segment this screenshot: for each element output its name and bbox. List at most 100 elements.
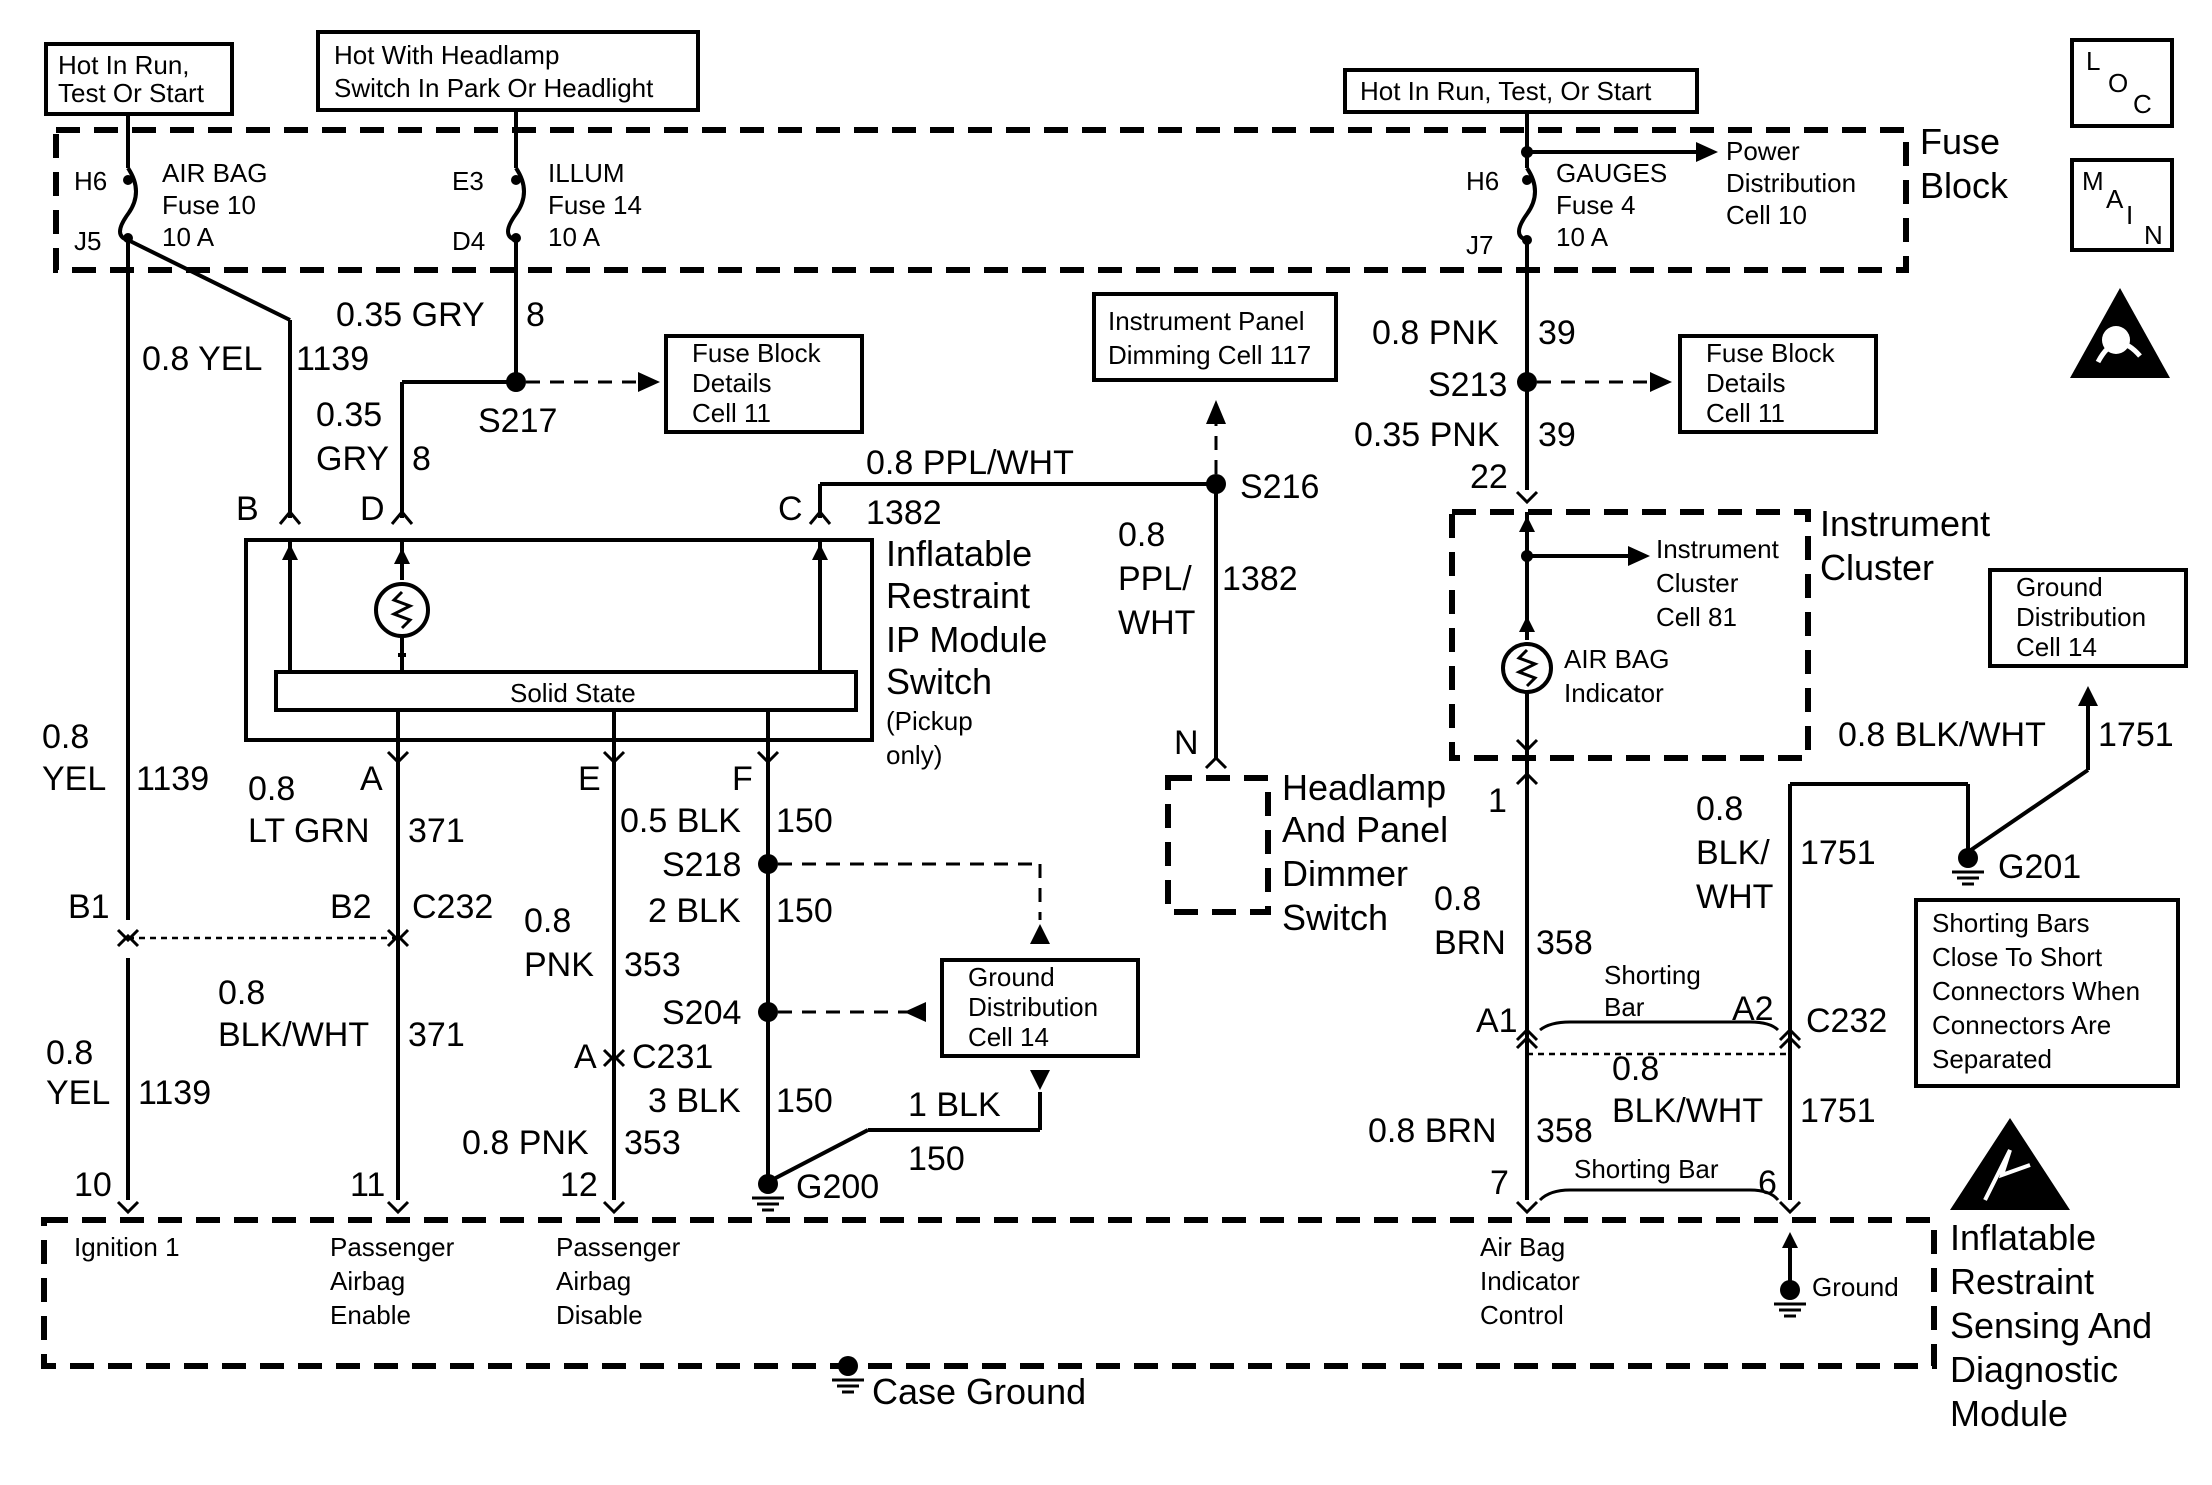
svg-text:1382: 1382 xyxy=(866,494,942,532)
svg-text:Air Bag: Air Bag xyxy=(1480,1232,1565,1262)
svg-text:Airbag: Airbag xyxy=(330,1266,405,1296)
svg-text:371: 371 xyxy=(408,1016,465,1054)
power-distribution-ref: Power Distribution Cell 10 xyxy=(1527,136,1856,230)
svg-text:BLK/WHT: BLK/WHT xyxy=(218,1016,369,1054)
svg-text:Bar: Bar xyxy=(1604,992,1645,1022)
svg-text:Dimmer: Dimmer xyxy=(1282,853,1408,894)
instrument-cluster: Instrument Cluster Instrument Cluster Ce… xyxy=(1449,503,1990,761)
svg-text:B2: B2 xyxy=(330,888,372,926)
svg-text:Power: Power xyxy=(1726,136,1800,166)
headlamp-dimmer-switch: N Headlamp And Panel Dimmer Switch xyxy=(1165,724,1448,938)
svg-text:Diagnostic: Diagnostic xyxy=(1950,1349,2118,1390)
svg-text:Indicator: Indicator xyxy=(1564,678,1664,708)
svg-text:PPL/: PPL/ xyxy=(1118,560,1192,598)
svg-text:0.8: 0.8 xyxy=(218,974,265,1012)
svg-text:10 A: 10 A xyxy=(1556,222,1609,252)
svg-text:0.8: 0.8 xyxy=(1696,790,1743,828)
svg-text:O: O xyxy=(2108,68,2128,98)
svg-text:A1: A1 xyxy=(1476,1002,1518,1040)
wire-pnk-353: E 0.8 PNK 353 A C231 0.8 PNK 353 xyxy=(462,740,713,1200)
svg-text:Switch: Switch xyxy=(1282,897,1388,938)
svg-text:Ground: Ground xyxy=(1812,1272,1899,1302)
esd-warning-icon xyxy=(1950,1118,2070,1210)
svg-text:Connectors Are: Connectors Are xyxy=(1932,1010,2111,1040)
wire-blk-wht-1751: G201 0.8 BLK/WHT 1751 0.8 BLK/ WHT 1751 … xyxy=(1612,686,2174,1202)
svg-text:A: A xyxy=(2106,184,2124,214)
svg-text:Passenger: Passenger xyxy=(330,1232,455,1262)
svg-text:Distribution: Distribution xyxy=(968,992,1098,1022)
svg-text:WHT: WHT xyxy=(1118,604,1195,642)
fuse-block-details-ref-right: Fuse Block Details Cell 11 xyxy=(1678,334,1878,434)
svg-text:N: N xyxy=(2144,220,2163,250)
svg-text:0.35: 0.35 xyxy=(316,396,382,434)
svg-text:L: L xyxy=(2086,46,2100,76)
svg-text:0.35 GRY: 0.35 GRY xyxy=(336,296,485,334)
svg-text:0.8 PPL/WHT: 0.8 PPL/WHT xyxy=(866,444,1074,482)
svg-text:Close To Short: Close To Short xyxy=(1932,942,2103,972)
svg-text:22: 22 xyxy=(1470,458,1508,496)
svg-text:ILLUM: ILLUM xyxy=(548,158,625,188)
svg-text:2 BLK: 2 BLK xyxy=(648,892,741,930)
ground-g200: G200 xyxy=(752,1168,879,1212)
svg-text:Inflatable: Inflatable xyxy=(886,533,1032,574)
svg-text:C231: C231 xyxy=(632,1038,713,1076)
svg-text:150: 150 xyxy=(776,892,833,930)
fuse-block-details-ref-left: Fuse Block Details Cell 11 xyxy=(664,334,864,434)
svg-text:Switch: Switch xyxy=(886,661,992,702)
svg-text:C: C xyxy=(2133,89,2152,119)
wire-ppl-wht-1382: 0.8 PPL/WHT 1382 S216 0.8 PPL/ WHT 1382 xyxy=(818,400,1319,760)
svg-text:C232: C232 xyxy=(1806,1002,1887,1040)
svg-text:And Panel: And Panel xyxy=(1282,809,1448,850)
svg-text:Cell 11: Cell 11 xyxy=(692,398,771,428)
svg-text:0.8: 0.8 xyxy=(1118,516,1165,554)
svg-text:10 A: 10 A xyxy=(162,222,215,252)
svg-text:Cluster: Cluster xyxy=(1820,547,1934,588)
svg-text:(Pickup: (Pickup xyxy=(886,706,973,736)
svg-text:1139: 1139 xyxy=(296,340,369,378)
svg-text:YEL: YEL xyxy=(42,760,106,798)
sdm-pin-labels: Ignition 1 Passenger Airbag Enable Passe… xyxy=(74,1232,1580,1330)
svg-text:G200: G200 xyxy=(796,1168,879,1206)
fuse-block: Fuse Block xyxy=(53,121,2009,273)
svg-text:Instrument: Instrument xyxy=(1820,503,1990,544)
svg-text:Disable: Disable xyxy=(556,1300,643,1330)
power-label-hot-run: Hot In Run, Test Or Start xyxy=(44,42,234,116)
svg-text:IP Module: IP Module xyxy=(886,619,1047,660)
svg-text:0.8: 0.8 xyxy=(1434,880,1481,918)
svg-text:0.8 PNK: 0.8 PNK xyxy=(1372,314,1499,352)
svg-text:B1: B1 xyxy=(68,888,110,926)
svg-text:1382: 1382 xyxy=(1222,560,1298,598)
svg-text:C232: C232 xyxy=(412,888,493,926)
svg-text:Module: Module xyxy=(1950,1393,2068,1434)
svg-text:1139: 1139 xyxy=(138,1074,211,1112)
svg-text:0.35 PNK: 0.35 PNK xyxy=(1354,416,1500,454)
svg-text:Control: Control xyxy=(1480,1300,1564,1330)
svg-text:0.8 BLK/WHT: 0.8 BLK/WHT xyxy=(1838,716,2046,754)
svg-text:Restraint: Restraint xyxy=(886,575,1030,616)
svg-text:0.8: 0.8 xyxy=(248,770,295,808)
svg-text:150: 150 xyxy=(776,1082,833,1120)
svg-text:7: 7 xyxy=(1490,1164,1509,1202)
svg-text:Passenger: Passenger xyxy=(556,1232,681,1262)
loc-icon: L O C xyxy=(2070,38,2174,128)
svg-text:Fuse Block: Fuse Block xyxy=(692,338,822,368)
svg-text:Restraint: Restraint xyxy=(1950,1261,2094,1302)
svg-text:Enable: Enable xyxy=(330,1300,411,1330)
svg-text:AIR BAG: AIR BAG xyxy=(1564,644,1669,674)
main-icon: M A I N xyxy=(2070,158,2174,252)
wire-yel-1139: 0.8 YEL 1139 0.8 YEL 1139 0.8 YEL 1139 xyxy=(42,238,369,1200)
svg-text:Separated: Separated xyxy=(1932,1044,2052,1074)
shorting-bars-note: Shorting Bars Close To Short Connectors … xyxy=(1914,898,2180,1088)
svg-text:Cell 81: Cell 81 xyxy=(1656,602,1737,632)
fuse-10: H6 J5 AIR BAG Fuse 10 10 A xyxy=(74,114,267,256)
svg-text:Fuse Block: Fuse Block xyxy=(1706,338,1836,368)
svg-text:S213: S213 xyxy=(1428,366,1507,404)
svg-text:Ground: Ground xyxy=(968,962,1055,992)
svg-text:PNK: PNK xyxy=(524,946,594,984)
svg-text:1 BLK: 1 BLK xyxy=(908,1086,1001,1124)
svg-text:1139: 1139 xyxy=(136,760,209,798)
case-ground: Case Ground xyxy=(832,1356,1086,1412)
svg-text:Instrument: Instrument xyxy=(1656,534,1780,564)
svg-text:C: C xyxy=(778,490,803,528)
